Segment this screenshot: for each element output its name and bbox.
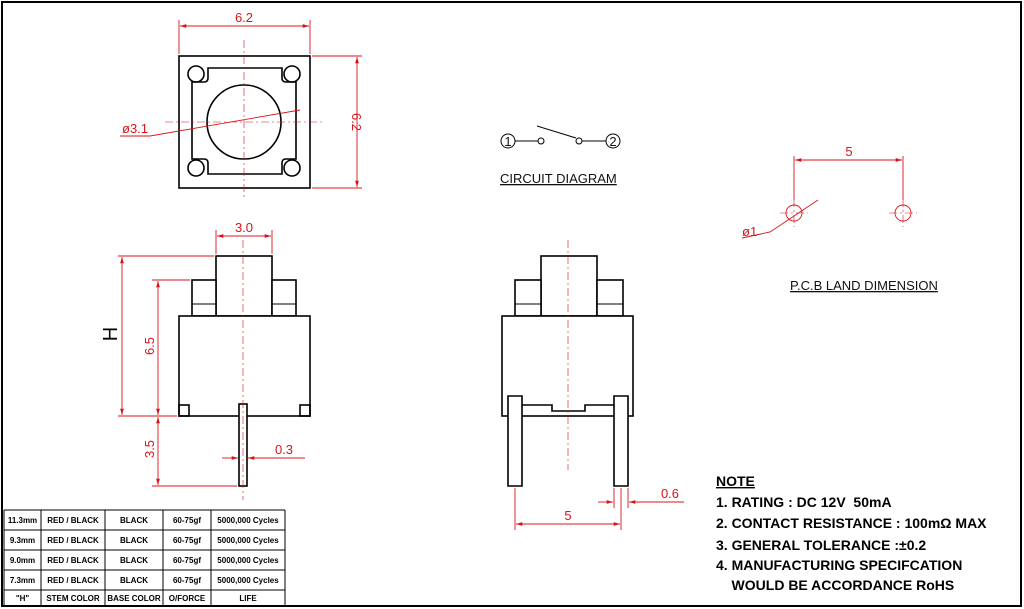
top-width-dimension: 6.2 <box>235 10 253 25</box>
table-cell: RED / BLACK <box>47 576 99 585</box>
note-item: 4. MANUFACTURING SPECIFCATION <box>716 557 962 573</box>
side-view-cover-tab <box>191 279 217 317</box>
hole-leader <box>741 199 819 239</box>
front-view-cover-tab <box>514 279 542 317</box>
side-view-foot <box>299 404 311 417</box>
side-view: 3.0 H 6.5 3.5 0.3 <box>100 220 311 500</box>
top-view-corner-hole <box>187 65 205 83</box>
table-cell: RED / BLACK <box>47 516 99 525</box>
table-cell: 60-75gf <box>173 536 201 545</box>
top-view-corner-hole <box>283 65 301 83</box>
switch-lever <box>536 125 577 139</box>
table-cell: 5000,000 Cycles <box>217 556 279 565</box>
table-cell: 60-75gf <box>173 576 201 585</box>
body-height-dimension: 6.5 <box>142 337 157 355</box>
circuit-diagram: 1 2 CIRCUIT DIAGRAM <box>500 125 621 186</box>
actuator-diameter-dimension: ø3.1 <box>122 121 148 136</box>
pcb-spacing-dimension: 5 <box>845 144 852 159</box>
table-header-cell: STEM COLOR <box>46 594 100 603</box>
table-cell: BLACK <box>120 556 148 565</box>
note-item: 3. GENERAL TOLERANCE :±0.2 <box>716 537 926 553</box>
table-header-cell: BASE COLOR <box>107 594 161 603</box>
table-header-cell: LIFE <box>239 594 257 603</box>
table-cell: 60-75gf <box>173 556 201 565</box>
table-cell: 9.0mm <box>10 556 35 565</box>
table-cell: 5000,000 Cycles <box>217 576 279 585</box>
front-view: 5 0.6 <box>501 240 684 530</box>
pcb-hole-dimension: ø1 <box>742 224 757 239</box>
switch-contact <box>575 137 583 145</box>
side-view-foot <box>178 404 190 417</box>
side-view-cover-tab <box>271 279 297 317</box>
circuit-diagram-title: CIRCUIT DIAGRAM <box>500 171 617 186</box>
table-cell: 9.3mm <box>10 536 35 545</box>
table-cell: BLACK <box>120 576 148 585</box>
front-view-cover-tab <box>596 279 624 317</box>
pin-2-marker <box>605 133 621 149</box>
notes-block: NOTE 1. RATING : DC 12V 50mA 2. CONTACT … <box>716 473 987 593</box>
lead-length-dimension: 3.5 <box>142 440 157 458</box>
lead-pitch-dimension: 5 <box>564 508 571 523</box>
top-height-dimension: 6.2 <box>349 113 364 131</box>
switch-contact <box>537 137 545 145</box>
table-cell: BLACK <box>120 536 148 545</box>
pcb-land-dimension: 5 ø1 P.C.B LAND DIMENSION <box>741 144 938 293</box>
lead-thickness-dimension: 0.3 <box>275 442 293 457</box>
top-view-corner-hole <box>283 159 301 177</box>
height-h-label: H <box>100 327 122 341</box>
front-view-lead <box>507 395 523 487</box>
front-view-base-notch <box>522 404 614 412</box>
table-cell: 5000,000 Cycles <box>217 536 279 545</box>
side-view-actuator <box>215 255 273 317</box>
lead-width-dimension: 0.6 <box>661 486 679 501</box>
pcb-land-title: P.C.B LAND DIMENSION <box>790 278 938 293</box>
table-cell: BLACK <box>120 516 148 525</box>
front-view-lead <box>613 395 629 487</box>
top-view-inner-frame <box>191 67 297 175</box>
table-cell: 11.3mm <box>8 516 37 525</box>
note-item: 1. RATING : DC 12V 50mA <box>716 494 892 510</box>
table-header-cell: O/FORCE <box>169 594 206 603</box>
note-item: WOULD BE ACCORDANCE RoHS <box>716 577 954 593</box>
pin-2-label: 2 <box>609 134 616 149</box>
table-cell: 60-75gf <box>173 516 201 525</box>
side-view-body <box>178 315 311 417</box>
front-view-body <box>501 315 634 417</box>
note-item: 2. CONTACT RESISTANCE : 100mΩ MAX <box>716 515 987 531</box>
table-cell: RED / BLACK <box>47 556 99 565</box>
front-view-actuator <box>540 255 598 317</box>
diameter-leader <box>120 109 301 137</box>
top-view-corner-hole <box>187 159 205 177</box>
pin-1-label: 1 <box>504 134 511 149</box>
table-cell: 7.3mm <box>10 576 35 585</box>
table-header-cell: "H" <box>16 594 30 603</box>
table-cell: RED / BLACK <box>47 536 99 545</box>
actuator-width-dimension: 3.0 <box>235 220 253 235</box>
table-cell: 5000,000 Cycles <box>217 516 279 525</box>
notes-title: NOTE <box>716 473 755 489</box>
top-view: 6.2 6.2 ø3.1 <box>120 10 364 200</box>
